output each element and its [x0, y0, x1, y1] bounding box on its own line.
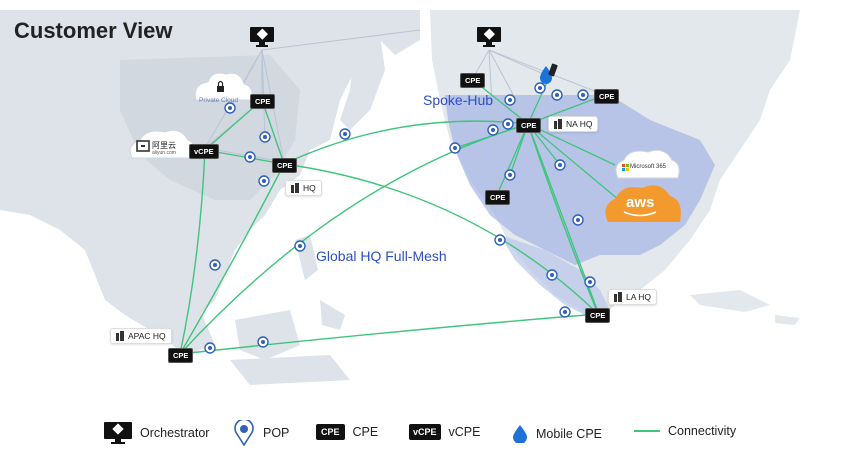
pop-icon[interactable] [504, 94, 516, 106]
legend-vcpe: vCPE vCPE [409, 424, 480, 440]
aws-cloud-shape [605, 185, 681, 222]
pop-icon[interactable] [494, 234, 506, 246]
aliyun-sub-label: aliyun.com [152, 150, 176, 156]
vcpe-asia[interactable]: vCPE [189, 144, 219, 159]
building-icon [554, 119, 562, 129]
site-na-hq-label: NA HQ [566, 119, 593, 129]
cpe-na-north[interactable]: CPE [460, 73, 486, 88]
pop-icon[interactable] [534, 82, 546, 94]
connectivity-line-icon [634, 430, 660, 432]
cpe-na-hub[interactable]: CPE [516, 118, 542, 133]
pop-icon[interactable] [258, 175, 270, 187]
site-hq: HQ [285, 180, 322, 196]
cpe-apac[interactable]: CPE [168, 348, 194, 363]
orchestrator-icon-na[interactable] [477, 27, 501, 47]
legend-mobile-cpe: Mobile CPE [512, 425, 602, 443]
world-map [0, 10, 800, 385]
orchestrator-icon [104, 422, 132, 444]
australia-fragment [230, 355, 350, 385]
vcpe-icon: vCPE [409, 424, 441, 440]
site-la-hq: LA HQ [608, 289, 658, 305]
private-cloud-shape [194, 72, 253, 101]
pop-icon[interactable] [339, 128, 351, 140]
legend-connectivity-label: Connectivity [668, 424, 737, 438]
pop-icon[interactable] [584, 276, 596, 288]
pop-icon [234, 420, 254, 446]
aws-label: aws [626, 194, 655, 211]
sea-islands [150, 235, 345, 360]
spoke-hub-label: Spoke-Hub [423, 92, 494, 108]
orchestrator-icon-asia[interactable] [250, 27, 274, 47]
pop-icon[interactable] [209, 259, 221, 271]
legend-orchestrator-label: Orchestrator [140, 426, 210, 440]
building-icon [116, 331, 124, 341]
pop-icon[interactable] [546, 269, 558, 281]
legend-cpe: CPE CPE [316, 424, 378, 440]
legend-pop-label: POP [263, 426, 290, 440]
usa-overlay [445, 95, 715, 265]
pop-icon[interactable] [554, 159, 566, 171]
full-mesh-label: Global HQ Full-Mesh [316, 248, 447, 264]
mobile-cpe-icon[interactable] [540, 63, 558, 84]
pop-icon[interactable] [577, 89, 589, 101]
legend: Orchestrator POP CPE CPE vCPE vCPE Mobil… [0, 420, 857, 450]
pop-icon[interactable] [487, 124, 499, 136]
ms365-label: Microsoft 365 [630, 164, 667, 170]
china-region [120, 55, 300, 200]
aliyun-label: 阿里云 [152, 141, 176, 150]
site-apac-hq-label: APAC HQ [128, 331, 166, 341]
legend-orchestrator: Orchestrator [104, 422, 209, 444]
cpe-la[interactable]: CPE [585, 308, 611, 323]
mobile-cpe-icon [513, 425, 527, 443]
private-cloud-label: Private Cloud [199, 97, 239, 104]
cpe-hq[interactable]: CPE [272, 158, 298, 173]
pop-icon[interactable] [449, 142, 461, 154]
legend-mobile-cpe-label: Mobile CPE [536, 427, 602, 441]
site-la-hq-label: LA HQ [626, 292, 652, 302]
site-apac-hq: APAC HQ [110, 328, 172, 344]
pop-icon[interactable] [504, 169, 516, 181]
pop-icon[interactable] [559, 306, 571, 318]
page-title: Customer View [14, 18, 173, 43]
pop-icon[interactable] [551, 89, 563, 101]
building-icon [614, 292, 622, 302]
cpe-na-east[interactable]: CPE [594, 89, 620, 104]
cpe-icon: CPE [316, 424, 345, 440]
legend-connectivity: Connectivity [634, 424, 736, 438]
pop-icon[interactable] [257, 336, 269, 348]
caribbean-islands [690, 290, 800, 325]
japan [340, 35, 385, 130]
legend-vcpe-label: vCPE [448, 425, 481, 439]
pop-icon[interactable] [502, 118, 514, 130]
ms365-cloud-shape [615, 149, 680, 179]
pop-icon[interactable] [294, 240, 306, 252]
cpe-na-south[interactable]: CPE [485, 190, 511, 205]
legend-pop: POP [233, 420, 289, 446]
building-icon [291, 183, 299, 193]
site-na-hq: NA HQ [548, 116, 599, 132]
pop-icon[interactable] [259, 131, 271, 143]
pop-markers [204, 82, 596, 354]
pop-icon[interactable] [244, 151, 256, 163]
legend-cpe-label: CPE [352, 425, 379, 439]
site-hq-label: HQ [303, 183, 316, 193]
pop-icon[interactable] [204, 342, 216, 354]
cpe-asia-hub[interactable]: CPE [250, 94, 276, 109]
pop-icon[interactable] [572, 214, 584, 226]
pop-icon[interactable] [224, 102, 236, 114]
global-full-mesh [179, 120, 599, 355]
